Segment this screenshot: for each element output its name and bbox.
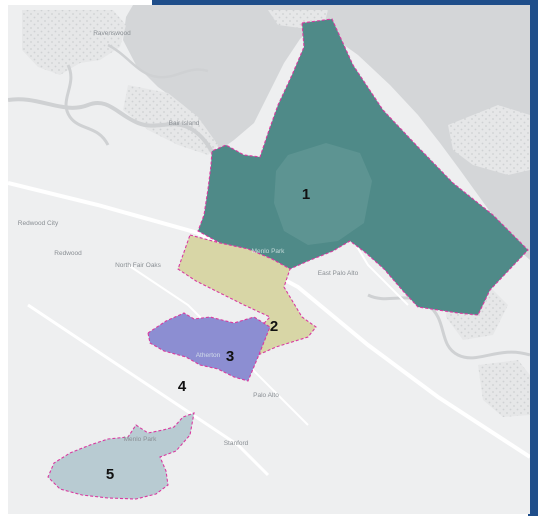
place-label-menlo-sub: Menlo Park [124,436,158,443]
district-3-number: 3 [226,348,234,365]
slough [107,43,209,79]
district-2[interactable] [177,234,317,356]
map-frame-right [528,0,538,516]
bay-water [123,5,530,260]
place-label-palo-alto: Palo Alto [253,392,279,399]
district-1-number: 1 [302,186,310,203]
place-label-menlo-park: Menlo Park [252,248,286,255]
district-3[interactable] [147,312,271,382]
district-map: Ravenswood Bair Island Redwood City Redw… [8,5,530,514]
highway [27,303,270,477]
marsh-area [22,10,126,75]
place-label-stanford: Stanford [224,440,249,447]
place-label-redwood-city: Redwood City [18,220,59,227]
district-5[interactable] [47,412,195,500]
district-1-shade [274,143,372,245]
marsh-area [123,85,218,155]
place-label-redwood: Redwood [54,250,82,257]
map-frame-top [152,0,538,9]
place-label-bair-island: Bair Island [169,120,200,127]
place-label-north-fair-oaks: North Fair Oaks [115,262,162,269]
place-label-atherton: Atherton [196,352,221,359]
highway [8,181,530,459]
marsh-area [448,105,530,175]
marsh-area [478,360,530,417]
slough [367,293,530,360]
district-4-number: 4 [178,378,187,395]
place-label-east-palo-alto: East Palo Alto [318,270,359,277]
place-label-ravenswood: Ravenswood [93,30,131,37]
slough [8,97,222,167]
district-5-number: 5 [106,466,114,483]
map-view[interactable]: Ravenswood Bair Island Redwood City Redw… [8,5,530,514]
district-2-number: 2 [270,318,278,335]
slough [64,64,110,146]
